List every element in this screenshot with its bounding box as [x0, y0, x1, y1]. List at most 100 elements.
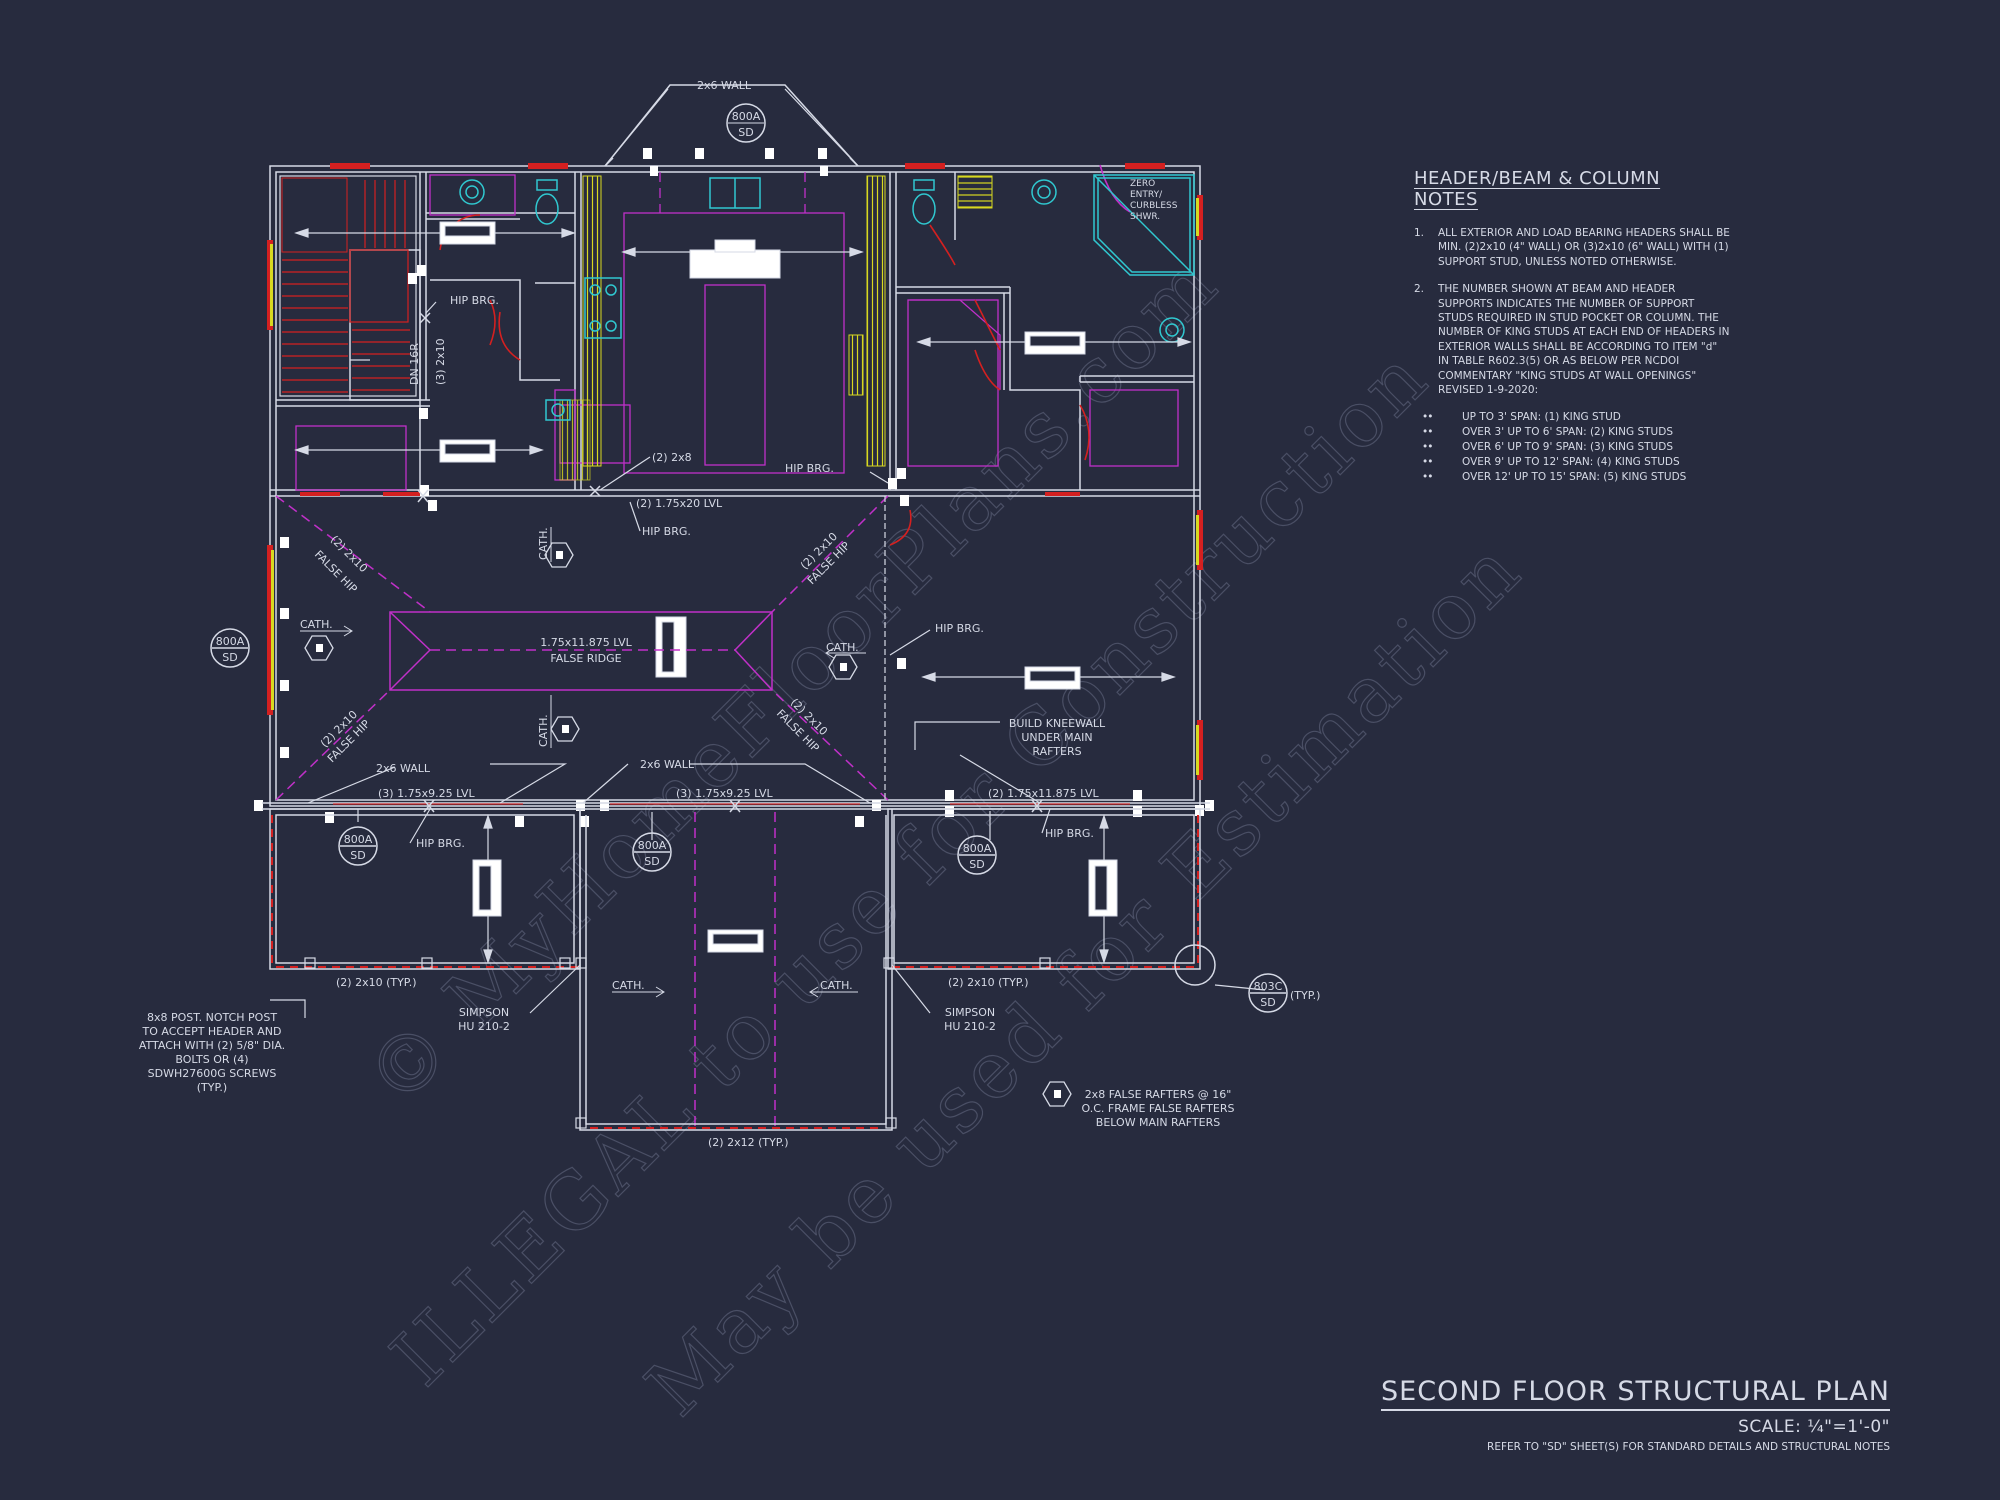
porch-post-squares [304, 957, 1051, 1129]
label-2x6-wall-top: 2x6 WALL [697, 79, 752, 92]
king-stud-spans: •• UP TO 3' SPAN: (1) KING STUD ••OVER 3'… [1422, 410, 1730, 485]
span-text: UP TO 3' SPAN: (1) KING STUD [1462, 411, 1621, 424]
span-text: OVER 12' UP TO 15' SPAN: (5) KING STUDS [1462, 471, 1687, 484]
label-hip-brg-2: HIP BRG. [785, 462, 834, 475]
label-kneewall-3: RAFTERS [1032, 745, 1081, 758]
detail-tag-porch-2 [632, 832, 672, 872]
label-false-rafters-2: O.C. FRAME FALSE RAFTERS [1082, 1102, 1235, 1115]
label-dn16r: DN 16R [408, 343, 421, 385]
detail-tags [210, 628, 1288, 1013]
porches [269, 808, 1201, 1131]
shower-label-1: ZERO [1130, 179, 1155, 189]
label-ridge-lvl: 1.75x11.875 LVL [540, 636, 632, 649]
label-cath-1: CATH. [537, 527, 550, 560]
label-lvl-925-left: (3) 1.75x9.25 LVL [378, 787, 476, 800]
shower-label-3: CURBLESS [1130, 201, 1178, 211]
watermark: © MyHomeFloorPlans.com ILLEGAL to use fo… [349, 236, 1540, 1434]
detail-tag-porch-3-sheet: SD [969, 858, 984, 871]
hex-markers [304, 542, 1072, 1107]
detail-tag-porch-3 [957, 835, 997, 875]
label-lvl-925-mid: (3) 1.75x9.25 LVL [676, 787, 774, 800]
label-hip-brg-4: HIP BRG. [935, 622, 984, 635]
detail-tag-porch-3-number: 800A [963, 842, 992, 855]
detail-tag-corner [1248, 973, 1288, 1013]
shower-note: ZERO ENTRY/ CURBLESS SHWR. [1130, 179, 1178, 222]
title-block: SECOND FLOOR STRUCTURAL PLAN SCALE: ¼"=1… [1381, 1376, 1890, 1453]
detail-tag-corner-number: 803C [1254, 980, 1283, 993]
label-simpson-left-1: SIMPSON [459, 1006, 509, 1019]
span-bullet: •• [1422, 456, 1433, 469]
label-post-note-5: SDWH27600G SCREWS [148, 1067, 277, 1080]
label-hip-brg-3: HIP BRG. [642, 525, 691, 538]
roof-framing [275, 495, 889, 1128]
label-typ-corner: (TYP.) [1290, 989, 1320, 1002]
span-text: OVER 6' UP TO 9' SPAN: (3) KING STUDS [1462, 441, 1673, 454]
sink-right-icon [1031, 179, 1057, 205]
detail-tag-porch-1-number: 800A [344, 833, 373, 846]
label-kneewall-2: UNDER MAIN [1021, 731, 1092, 744]
note-1-number: 1. [1414, 227, 1425, 239]
detail-tag-porch-2-sheet: SD [644, 855, 659, 868]
toilet-left-icon [535, 193, 559, 225]
plumbing-fixtures [459, 174, 1195, 421]
toilet-right-icon [912, 193, 936, 225]
window-glazing [270, 198, 1199, 775]
post-markers [254, 148, 1214, 827]
label-2x8: (2) 2x8 [652, 451, 692, 464]
note-2: 2. THE NUMBER SHOWN AT BEAM AND HEADER S… [1410, 282, 1730, 397]
span-bullet: •• [1422, 426, 1433, 439]
span-item: ••OVER 3' UP TO 6' SPAN: (2) KING STUDS [1422, 425, 1730, 440]
label-cath-2: CATH. [300, 618, 333, 631]
label-post-note-4: BOLTS OR (4) [175, 1053, 248, 1066]
shower-label-4: SHWR. [1130, 212, 1160, 222]
label-2x10-typ-right: (2) 2x10 (TYP.) [948, 976, 1029, 989]
label-cath-3: CATH. [826, 641, 859, 654]
label-post-note-6: (TYP.) [197, 1081, 227, 1094]
detail-tag-top-sheet: SD [738, 126, 753, 139]
span-bullet: •• [1422, 411, 1433, 424]
cooktop-icon [584, 277, 622, 339]
detail-tag-corner-sheet: SD [1260, 996, 1275, 1009]
leader-lines [270, 88, 1266, 1018]
label-lvl-11875: (2) 1.75x11.875 LVL [988, 787, 1100, 800]
detail-tag-left-number: 800A [216, 635, 245, 648]
label-hip-brg-1: HIP BRG. [450, 294, 499, 307]
detail-tag-porch-1 [338, 826, 378, 866]
detail-tag-left-sheet: SD [222, 651, 237, 664]
plan-title: SECOND FLOOR STRUCTURAL PLAN [1381, 1376, 1890, 1411]
hatched-walls [559, 175, 993, 481]
detail-tag-porch-2-number: 800A [638, 839, 667, 852]
label-cath-5: CATH. [612, 979, 645, 992]
note-1: 1. ALL EXTERIOR AND LOAD BEARING HEADERS… [1410, 226, 1730, 269]
label-simpson-left-2: HU 210-2 [458, 1020, 510, 1033]
span-item: •• UP TO 3' SPAN: (1) KING STUD [1422, 410, 1730, 425]
note-2-text: THE NUMBER SHOWN AT BEAM AND HEADER SUPP… [1438, 283, 1730, 397]
label-simpson-right-2: HU 210-2 [944, 1020, 996, 1033]
label-false-rafters-1: 2x8 FALSE RAFTERS @ 16" [1085, 1088, 1232, 1101]
detail-tag-porch-1-sheet: SD [350, 849, 365, 862]
detail-tag-text: 800A SD 800A SD 800A SD 800A SD 803C SD [216, 635, 1283, 1009]
label-2x6-wall-left: 2x6 WALL [376, 762, 431, 775]
label-post-note-3: ATTACH WITH (2) 5/8" DIA. [139, 1039, 285, 1052]
sink-left-icon [459, 179, 485, 205]
note-2-number: 2. [1414, 283, 1425, 296]
label-kneewall-1: BUILD KNEEWALL [1009, 717, 1106, 730]
label-hip-brg-6: HIP BRG. [1045, 827, 1094, 840]
label-false-rafters-3: BELOW MAIN RAFTERS [1096, 1116, 1220, 1129]
watermark-line-2: ILLEGAL to use for Construction [375, 332, 1447, 1404]
label-3-2x10: (3) 2x10 [434, 338, 447, 385]
false-ridge-box [389, 611, 773, 691]
shower-label-2: ENTRY/ [1130, 190, 1163, 200]
plan-reference: REFER TO "SD" SHEET(S) FOR STANDARD DETA… [1487, 1441, 1890, 1453]
header-beam-notes: HEADER/BEAM & COLUMN NOTES 1. ALL EXTERI… [1410, 168, 1730, 485]
label-cath-4: CATH. [537, 714, 550, 747]
span-item: ••OVER 12' UP TO 15' SPAN: (5) KING STUD… [1422, 470, 1730, 485]
label-2x10-typ-left: (2) 2x10 (TYP.) [336, 976, 417, 989]
porch-red-edges [271, 815, 1199, 1129]
label-lvl-20: (2) 1.75x20 LVL [636, 497, 723, 510]
label-hip-brg-5: HIP BRG. [416, 837, 465, 850]
laundry-icon [545, 399, 571, 421]
label-post-note-1: 8x8 POST. NOTCH POST [147, 1011, 277, 1024]
stair [279, 175, 417, 397]
